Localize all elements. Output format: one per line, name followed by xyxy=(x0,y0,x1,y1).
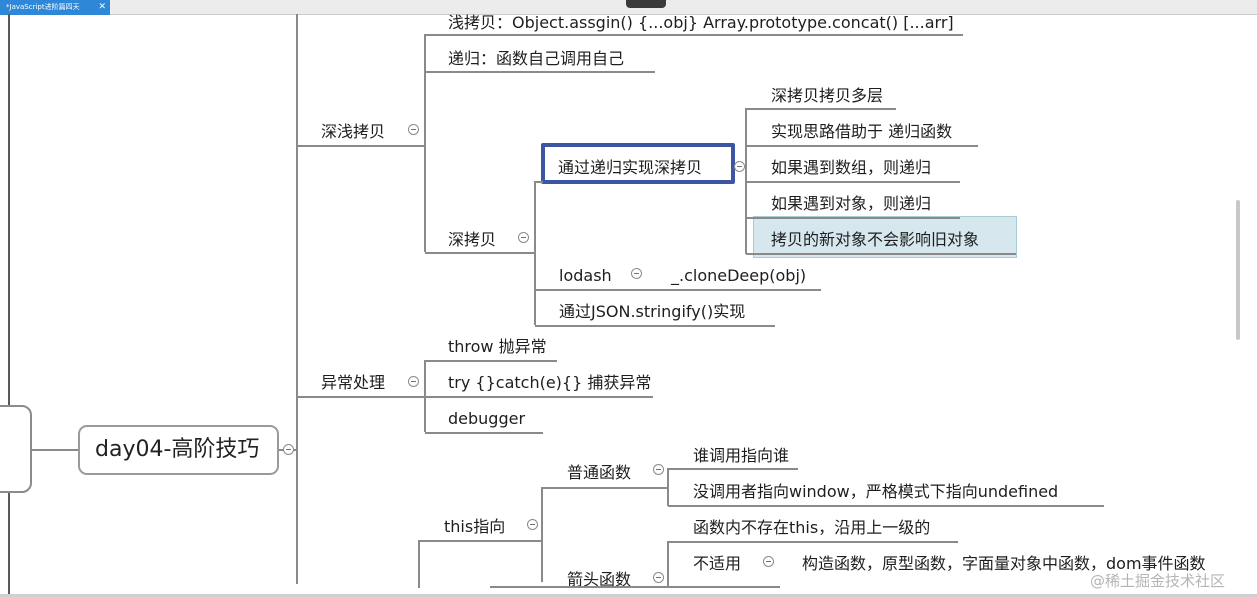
collapse-icon[interactable] xyxy=(763,556,774,567)
list-item[interactable]: 深拷贝拷贝多层 xyxy=(771,86,884,105)
connector xyxy=(535,289,821,291)
node-shallow-deep-copy[interactable]: 深浅拷贝 xyxy=(321,122,386,141)
list-item[interactable]: 没调用者指向window，严格模式下指向undefined xyxy=(693,482,1059,501)
connector xyxy=(535,325,775,327)
connector xyxy=(418,540,420,588)
parent-node[interactable] xyxy=(0,405,32,493)
connector xyxy=(668,541,958,543)
node-this[interactable]: this指向 xyxy=(444,517,506,536)
vertical-scrollbar[interactable] xyxy=(1236,200,1240,340)
node-deep-copy[interactable]: 深拷贝 xyxy=(448,230,497,249)
connector xyxy=(542,487,668,489)
overlay-notch xyxy=(626,0,666,8)
connector xyxy=(425,432,543,434)
list-item-hovered[interactable]: 拷贝的新对象不会影响旧对象 xyxy=(771,230,980,249)
list-item[interactable]: 谁调用指向谁 xyxy=(693,446,790,465)
selection-frame xyxy=(541,143,735,184)
collapse-icon[interactable] xyxy=(527,519,538,530)
collapse-icon[interactable] xyxy=(408,376,419,387)
node-deep-copy-recursion[interactable]: 通过递归实现深拷贝 xyxy=(558,158,703,177)
node-not-applicable[interactable]: 不适用 xyxy=(693,554,742,573)
connector xyxy=(425,71,655,73)
node-not-applicable-detail[interactable]: 构造函数，原型函数，字面量对象中函数，dom事件函数 xyxy=(802,554,1206,573)
collapse-icon[interactable] xyxy=(408,124,419,135)
collapse-icon[interactable] xyxy=(518,232,529,243)
canvas-border xyxy=(8,14,10,406)
connector xyxy=(746,181,960,183)
connector xyxy=(418,540,542,542)
node-recursion[interactable]: 递归：函数自己调用自己 xyxy=(448,49,625,68)
connector xyxy=(668,505,1104,507)
bottom-border xyxy=(0,594,1257,597)
connector xyxy=(667,468,669,506)
connector xyxy=(535,181,543,183)
connector xyxy=(425,252,535,254)
connector xyxy=(425,360,557,362)
connector xyxy=(425,396,653,398)
list-item[interactable]: 函数内不存在this，沿用上一级的 xyxy=(693,518,931,537)
connector xyxy=(297,396,425,398)
list-item[interactable]: 实现思路借助于 递归函数 xyxy=(771,122,953,141)
connector xyxy=(746,145,978,147)
connector xyxy=(534,181,536,325)
connector xyxy=(425,34,963,36)
node-normal-function[interactable]: 普通函数 xyxy=(567,463,632,482)
node-json-stringify[interactable]: 通过JSON.stringify()实现 xyxy=(559,302,746,321)
list-item[interactable]: debugger xyxy=(448,409,526,428)
close-icon[interactable]: ✕ xyxy=(98,2,106,12)
connector xyxy=(746,253,1016,255)
connector xyxy=(667,541,669,586)
root-node[interactable]: day04-高阶技巧 xyxy=(78,425,279,475)
list-item[interactable]: throw 抛异常 xyxy=(448,337,547,356)
watermark: @稀土掘金技术社区 xyxy=(1090,572,1226,590)
canvas-border-lower xyxy=(8,493,10,594)
connector xyxy=(541,487,543,582)
hover-highlight xyxy=(753,216,1017,258)
connector xyxy=(746,108,896,110)
node-arrow-function[interactable]: 箭头函数 xyxy=(567,570,632,589)
connector xyxy=(297,145,425,147)
list-item[interactable]: try {}catch(e){} 捕获异常 xyxy=(448,373,652,392)
connector xyxy=(746,217,960,219)
connector xyxy=(668,468,798,470)
connector-spine xyxy=(296,14,298,584)
connector xyxy=(490,586,780,588)
tab-title: *JavaScript进阶篇四天 xyxy=(6,3,80,11)
connector xyxy=(424,34,426,252)
node-exception[interactable]: 异常处理 xyxy=(321,373,386,392)
collapse-icon[interactable] xyxy=(283,444,294,455)
collapse-icon[interactable] xyxy=(734,161,745,172)
connector-parent-root xyxy=(32,449,78,451)
collapse-icon[interactable] xyxy=(653,572,664,583)
collapse-icon[interactable] xyxy=(653,464,664,475)
node-lodash[interactable]: lodash xyxy=(559,266,612,285)
tab-document[interactable]: *JavaScript进阶篇四天 ✕ xyxy=(0,0,110,15)
node-clone-deep[interactable]: _.cloneDeep(obj) xyxy=(671,266,807,285)
node-shallow-copy[interactable]: 浅拷贝：Object.assgin() {...obj} Array.proto… xyxy=(448,13,954,32)
list-item[interactable]: 如果遇到对象，则递归 xyxy=(771,194,932,213)
list-item[interactable]: 如果遇到数组，则递归 xyxy=(771,158,932,177)
collapse-icon[interactable] xyxy=(631,268,642,279)
